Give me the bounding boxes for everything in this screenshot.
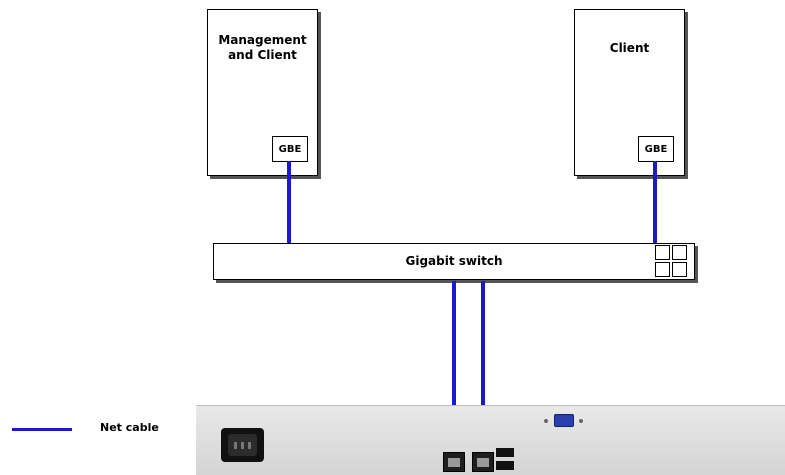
cable-switch-to-server-1 — [452, 281, 456, 458]
server-chassis — [196, 405, 785, 475]
cable-client-to-switch — [653, 161, 657, 244]
switch-label: Gigabit switch — [405, 254, 503, 268]
management-gbe-port: GBE — [272, 136, 308, 162]
switch-port — [672, 262, 687, 277]
client-label: Client — [609, 41, 650, 55]
ethernet-port-icon — [472, 452, 494, 472]
switch-port — [655, 262, 670, 277]
switch-port-grid — [655, 245, 689, 279]
switch-port — [672, 245, 687, 260]
cable-switch-to-server-2 — [481, 281, 485, 458]
legend-cable-label: Net cable — [100, 421, 159, 434]
usb-port-icon — [496, 448, 514, 457]
gigabit-switch: Gigabit switch — [213, 243, 695, 280]
cable-management-to-switch — [287, 161, 291, 244]
legend-cable-line — [12, 428, 72, 431]
client-gbe-port: GBE — [638, 136, 674, 162]
power-inlet-icon — [221, 428, 264, 462]
management-client-node: Management and Client GBE — [207, 9, 318, 176]
client-node: Client GBE — [574, 9, 685, 176]
vga-port-icon — [544, 414, 584, 428]
management-client-label: Management and Client — [218, 33, 307, 62]
ethernet-port-icon — [443, 452, 465, 472]
switch-port — [655, 245, 670, 260]
usb-port-icon — [496, 461, 514, 470]
